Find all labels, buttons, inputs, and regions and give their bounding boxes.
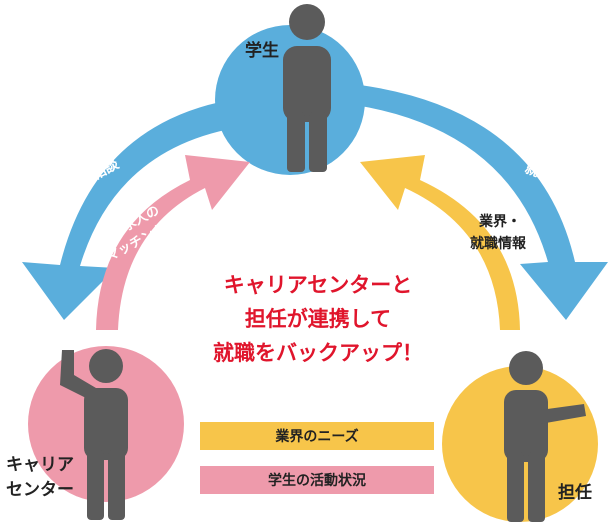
student-label: 学生 — [245, 40, 279, 61]
center-message-line3: 就職をバックアップ！ — [213, 341, 423, 365]
teacher-person-icon — [504, 351, 586, 522]
right-inner-arrow-label-line1: 業界・ — [478, 213, 521, 230]
left-inner-arrow — [96, 155, 250, 330]
career-center-label-line1: キャリア — [6, 455, 74, 475]
industry-needs-bar-label: 業界のニーズ — [274, 428, 358, 445]
left-outer-arrow — [22, 100, 235, 320]
right-inner-arrow-label-line2: 就職情報 — [470, 235, 527, 252]
teacher-label: 担任 — [558, 482, 592, 503]
industry-needs-bar — [200, 422, 434, 450]
career-center-person-icon — [60, 349, 128, 520]
right-outer-arrow — [355, 85, 608, 320]
career-center-label-line2: センター — [6, 480, 74, 500]
right-inner-arrow — [360, 155, 520, 330]
student-person-icon — [283, 4, 331, 172]
student-activity-bar-label: 学生の活動状況 — [268, 472, 366, 489]
center-message-line1: キャリアセンターと — [224, 273, 413, 297]
student-activity-bar — [200, 466, 434, 494]
center-message-line2: 担任が連携して — [245, 307, 391, 331]
